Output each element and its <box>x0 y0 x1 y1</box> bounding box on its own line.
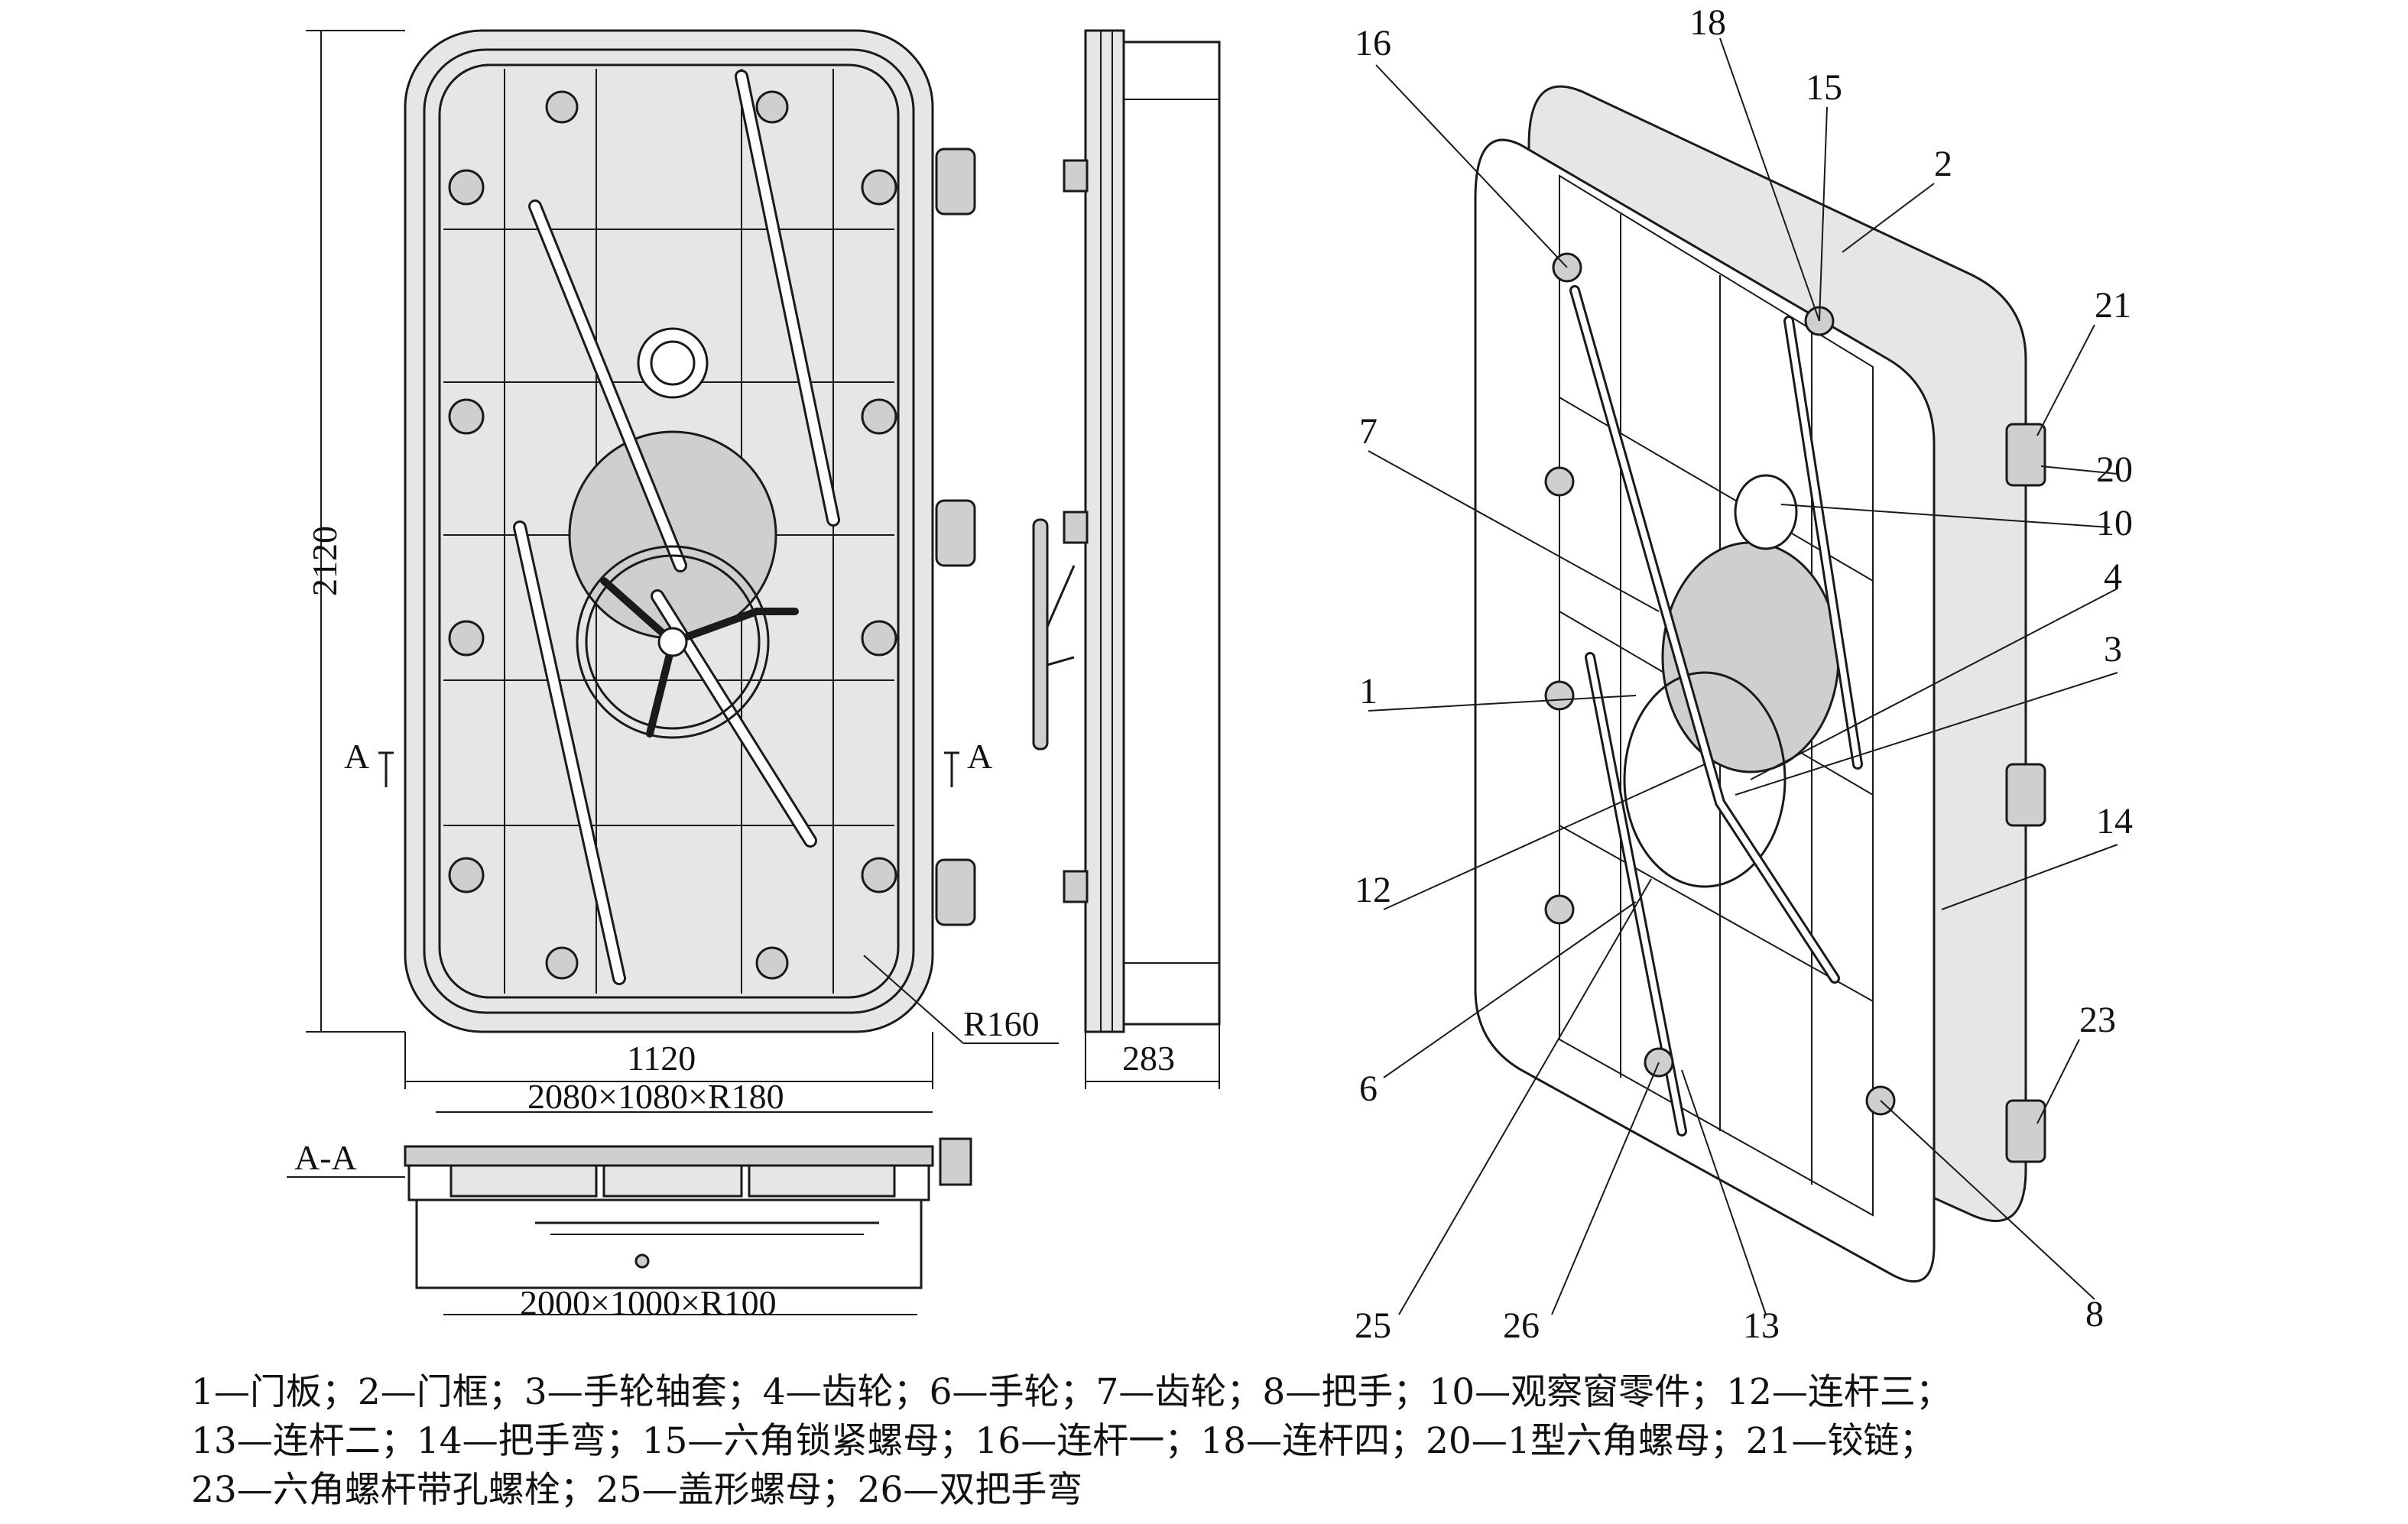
callout-6: 6 <box>1359 1068 1378 1109</box>
section-mark-left: A <box>344 737 369 776</box>
callout-16: 16 <box>1355 23 1391 63</box>
callout-2: 2 <box>1934 144 1952 184</box>
isometric-view: 16 18 15 2 21 20 10 7 4 3 1 14 12 6 23 2… <box>1355 2 2133 1346</box>
callout-26: 26 <box>1503 1305 1540 1346</box>
parts-legend: 1—门板；2—门框；3—手轮轴套；4—齿轮；6—手轮；7—齿轮；8—把手；10—… <box>191 1368 2255 1515</box>
callout-23: 23 <box>2079 1000 2116 1040</box>
callout-8: 8 <box>2085 1294 2104 1334</box>
section-view: 2080×1080×R180 A-A 2000×1000×R100 <box>287 1077 972 1322</box>
callout-1: 1 <box>1359 671 1378 712</box>
legend-line-3: 23—六角螺杆带孔螺栓；25—盖形螺母；26—双把手弯 <box>191 1469 1083 1511</box>
depth-dimension: 283 <box>1122 1039 1175 1078</box>
section-label: A-A <box>294 1138 357 1177</box>
legend-line-1: 1—门板；2—门框；3—手轮轴套；4—齿轮；6—手轮；7—齿轮；8—把手；10—… <box>191 1371 1952 1413</box>
callout-4: 4 <box>2104 556 2122 597</box>
callout-13: 13 <box>1743 1305 1780 1346</box>
callout-18: 18 <box>1689 2 1726 43</box>
section-mark-right: A <box>967 737 992 776</box>
callout-7: 7 <box>1359 411 1378 452</box>
section-top-dimension: 2080×1080×R180 <box>527 1077 784 1116</box>
front-view: A A 2120 1120 R160 <box>305 29 1059 1089</box>
corner-radius-label: R160 <box>963 1004 1040 1043</box>
callout-10: 10 <box>2096 503 2133 543</box>
legend-line-2: 13—连杆二；14—把手弯；15—六角锁紧螺母；16—连杆一；18—连杆四；20… <box>191 1420 1936 1462</box>
callout-21: 21 <box>2095 285 2131 326</box>
callout-15: 15 <box>1806 67 1842 108</box>
section-bottom-dimension: 2000×1000×R100 <box>520 1283 777 1322</box>
callout-14: 14 <box>2096 801 2133 841</box>
width-dimension: 1120 <box>627 1039 696 1078</box>
height-dimension: 2120 <box>305 526 344 596</box>
callout-25: 25 <box>1355 1305 1391 1346</box>
callout-3: 3 <box>2104 629 2122 670</box>
callout-20: 20 <box>2096 449 2133 490</box>
side-view: 283 <box>1032 29 1221 1089</box>
callout-12: 12 <box>1355 870 1391 910</box>
